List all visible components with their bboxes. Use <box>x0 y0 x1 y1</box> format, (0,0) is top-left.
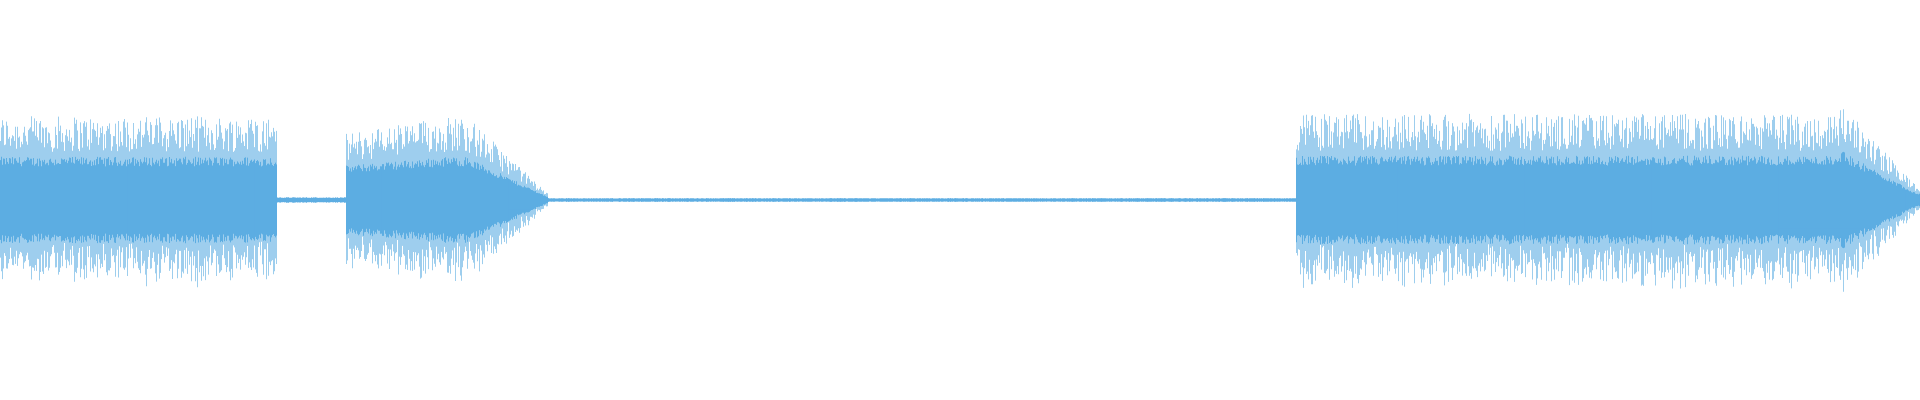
waveform-peaks <box>0 109 1920 292</box>
